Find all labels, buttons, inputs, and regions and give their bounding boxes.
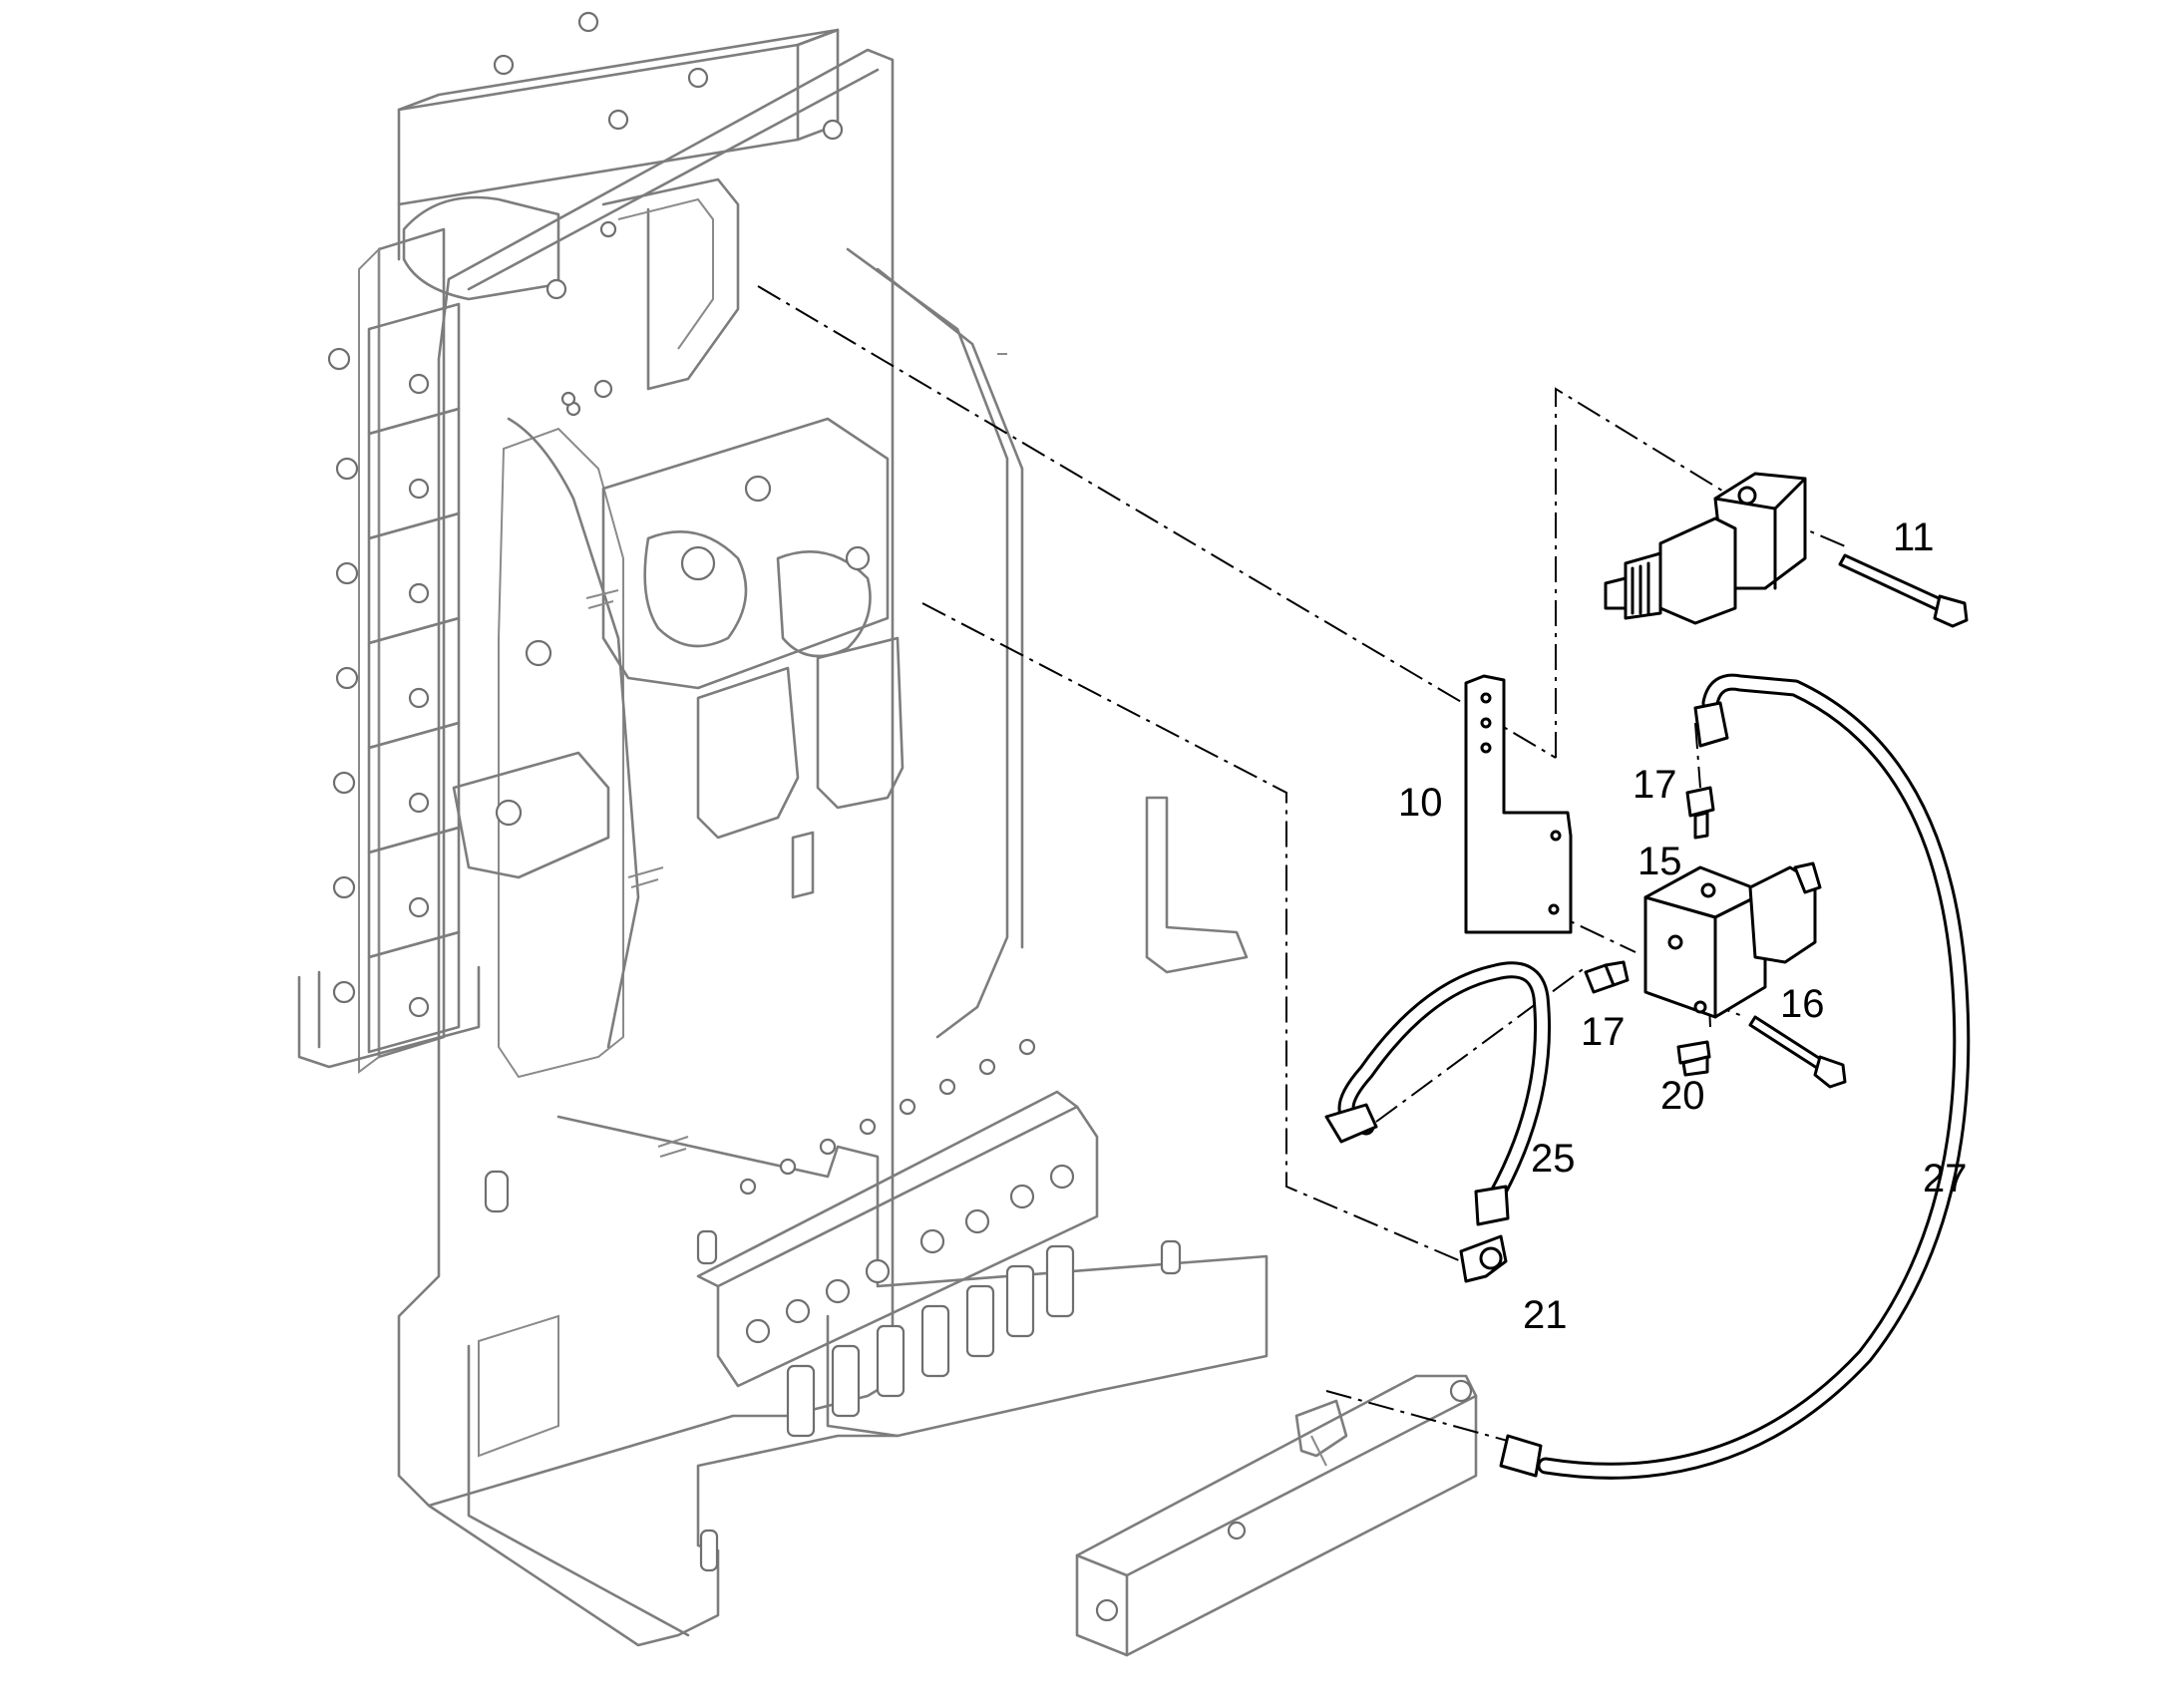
manifold-outlet-fittings [786, 1244, 1075, 1438]
valve-block [1643, 861, 1822, 1019]
callout-20: 20 [1660, 1074, 1705, 1118]
elbow-part-21 [1459, 1234, 1508, 1283]
screw-part-11 [1838, 553, 1969, 628]
callout-16: 16 [1780, 982, 1825, 1026]
pressure-switch [1604, 472, 1807, 625]
callout-17-lower: 17 [1581, 1010, 1626, 1054]
screw-part-16 [1748, 1015, 1847, 1089]
callout-11: 11 [1893, 515, 1935, 559]
callout-27: 27 [1923, 1157, 1968, 1200]
machine-frame-assembly [297, 11, 1478, 1657]
bracket-part [1464, 674, 1573, 934]
short-hose [1324, 961, 1552, 1226]
long-hose [1499, 673, 1971, 1480]
fitting-part-17-lower [1584, 960, 1630, 994]
callout-25: 25 [1531, 1137, 1576, 1181]
plug-part-20 [1676, 1040, 1711, 1077]
callout-15: 15 [1637, 840, 1682, 883]
callout-17-upper: 17 [1633, 763, 1677, 807]
callout-labels: 10 11 15 16 17 17 20 21 25 27 [1398, 515, 1968, 1337]
fitting-part-17-upper [1685, 786, 1715, 840]
assembly-leader-lines [757, 285, 1851, 1447]
callout-21: 21 [1523, 1293, 1568, 1337]
manifold-port-row [739, 1038, 1075, 1344]
callout-10: 10 [1398, 781, 1443, 825]
